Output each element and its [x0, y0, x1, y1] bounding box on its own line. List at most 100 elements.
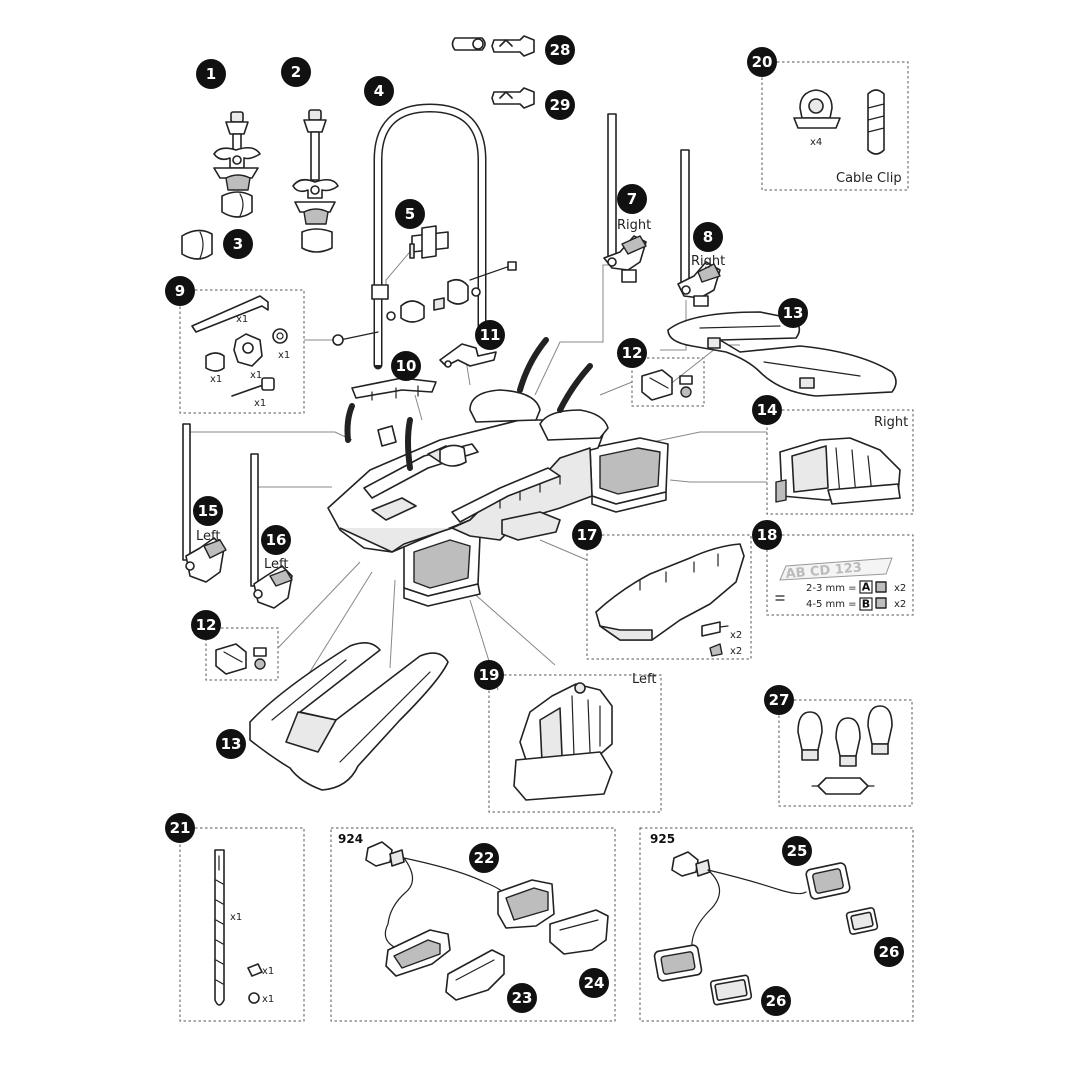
part-13-wheel-rail-left — [249, 642, 449, 791]
part-11-clip — [439, 343, 497, 368]
group-box-922 — [330, 827, 616, 1022]
callout-17-text: 17 — [577, 526, 598, 544]
label-left-19: Left — [632, 672, 656, 687]
callout-19-text: 19 — [479, 666, 500, 684]
callout-16-text: 16 — [266, 531, 287, 549]
label-right-14: Right — [874, 415, 908, 430]
callout-24-text: 24 — [584, 974, 605, 992]
part-25-wiring-925 — [653, 851, 851, 982]
part-26-gasket-lower — [709, 974, 753, 1006]
spacer-b-qty: x2 — [894, 599, 906, 610]
spacer-a-key-box — [859, 580, 873, 594]
part-7-right-arm — [603, 113, 647, 283]
callout-29-text: 29 — [550, 96, 571, 114]
part-15-left-arm — [182, 423, 227, 583]
callout-20: 20 — [747, 47, 777, 77]
callout-26-upper: 26 — [874, 937, 904, 967]
qty-9-washer: x1 — [278, 350, 290, 361]
callout-7-text: 7 — [627, 190, 637, 208]
part-14-light-housing-right — [775, 437, 901, 505]
part-12-button-right — [641, 369, 693, 401]
group-box-18 — [766, 534, 914, 616]
callout-9-text: 9 — [175, 282, 185, 300]
part-8-right-arm — [677, 149, 721, 307]
group-box-27 — [778, 699, 913, 807]
spacer-b-size: 4-5 mm = — [806, 599, 857, 610]
part-26-gasket-upper — [845, 907, 879, 935]
callout-14: 14 — [752, 395, 782, 425]
callout-21-text: 21 — [170, 819, 191, 837]
callout-4: 4 — [364, 76, 394, 106]
part-9-tools — [191, 295, 288, 397]
callout-25: 25 — [782, 836, 812, 866]
qty-9-spacer: x1 — [210, 374, 222, 385]
callout-15-text: 15 — [198, 502, 219, 520]
part-13-wheel-rail-right — [667, 311, 897, 397]
label-model-925: 925 — [650, 832, 675, 846]
callout-24: 24 — [579, 968, 609, 998]
callout-18: 18 — [752, 520, 782, 550]
label-left-15: Left — [196, 529, 220, 544]
part-4-hardware — [332, 261, 517, 346]
callout-15: 15 — [193, 496, 223, 526]
callout-16: 16 — [261, 525, 291, 555]
callout-13-bottom-text: 13 — [221, 735, 242, 753]
callout-19: 19 — [474, 660, 504, 690]
callout-1: 1 — [196, 59, 226, 89]
group-box-9 — [179, 289, 305, 414]
label-right-7: Right — [617, 218, 651, 233]
callout-10: 10 — [391, 351, 421, 381]
callout-12-right-text: 12 — [622, 344, 643, 362]
part-5-bracket — [409, 225, 449, 259]
group-box-21 — [179, 827, 305, 1022]
part-16-left-arm — [250, 453, 293, 609]
callout-8-text: 8 — [703, 228, 713, 246]
group-box-20 — [761, 61, 909, 191]
spacer-a-size: 2-3 mm = — [806, 583, 857, 594]
callout-13-top-text: 13 — [783, 304, 804, 322]
group-box-17 — [586, 534, 752, 660]
spacer-a-key: A — [862, 581, 871, 594]
callout-13-bottom: 13 — [216, 729, 246, 759]
part-2-wheel-holder-long — [292, 109, 339, 253]
plate-text: AB CD 123 — [785, 560, 863, 582]
callout-7: 7 — [617, 184, 647, 214]
label-cable-clip: Cable Clip — [836, 171, 902, 186]
spacer-b-key-box — [859, 597, 873, 611]
part-17-side-panel — [595, 543, 745, 657]
callout-23-text: 23 — [512, 989, 533, 1007]
part-28-lock-cylinder-keys — [451, 35, 535, 57]
callout-9: 9 — [165, 276, 195, 306]
callout-12-left-text: 12 — [196, 616, 217, 634]
part-18-plate-spacers: AB CD 123 2-3 mm = A x2 4-5 mm = B x2 — [775, 557, 906, 611]
qty-17-screw-a: x2 — [730, 630, 742, 641]
callout-3-text: 3 — [233, 235, 243, 253]
callout-5: 5 — [395, 199, 425, 229]
callout-2-text: 2 — [291, 63, 301, 81]
part-3-knob-cap — [181, 229, 213, 260]
qty-9-bolt: x1 — [254, 398, 266, 409]
group-box-925 — [639, 827, 914, 1022]
qty-21-strap: x1 — [230, 912, 242, 923]
group-box-19 — [488, 674, 662, 813]
callout-26-lower-text: 26 — [766, 992, 787, 1010]
callout-5-text: 5 — [405, 205, 415, 223]
callout-27: 27 — [764, 685, 794, 715]
qty-9-wrench: x1 — [236, 314, 248, 325]
callout-11-text: 11 — [480, 326, 501, 344]
part-20-cable-clips — [793, 89, 885, 155]
callout-11: 11 — [475, 320, 505, 350]
part-19-light-housing-left — [513, 682, 613, 801]
callout-12-left: 12 — [191, 610, 221, 640]
callout-27-text: 27 — [769, 691, 790, 709]
callout-2: 2 — [281, 57, 311, 87]
callout-14-text: 14 — [757, 401, 778, 419]
part-1-wheel-holder — [213, 111, 261, 218]
part-23-light-lens-924 — [445, 949, 505, 1001]
group-box-12-left — [205, 627, 279, 681]
callout-4-text: 4 — [374, 82, 384, 100]
part-22-wiring-924 — [365, 841, 555, 977]
part-10-cover — [351, 377, 437, 401]
label-model-924: 924 — [338, 832, 363, 846]
